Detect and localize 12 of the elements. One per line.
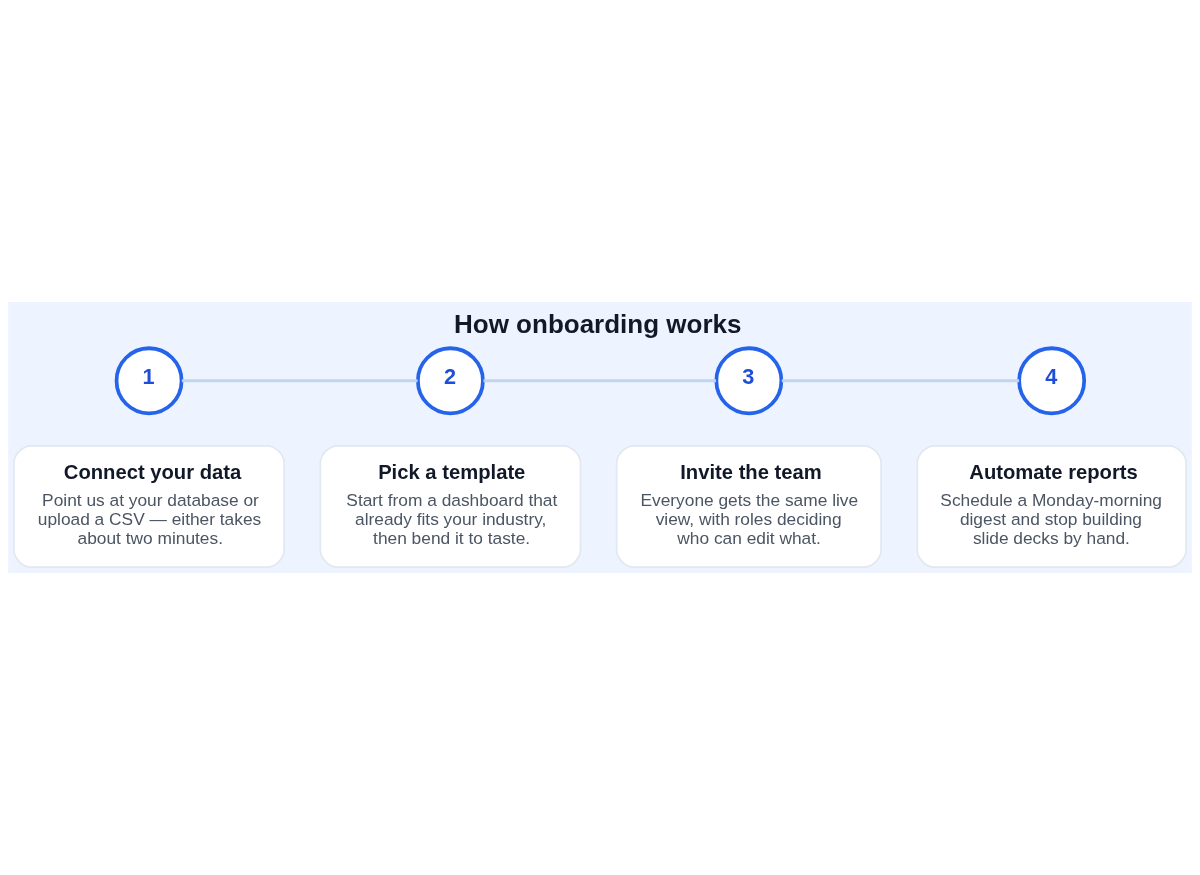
diagram-title: How onboarding works [454, 308, 742, 339]
connector [781, 379, 1020, 383]
node-box: Connect your data Point us at your database or upload a CSV — either takes about two minutes. [13, 444, 286, 569]
node-circle: 3 [714, 346, 784, 416]
node-circle: 1 [114, 346, 184, 416]
node-circle: 4 [1017, 346, 1087, 416]
node-box: Automate reports Schedule a Monday-morning digest and stop building slide decks by hand. [916, 444, 1187, 569]
node-circle: 2 [416, 346, 485, 416]
node-box: Invite the team Everyone gets the same live view, with roles deciding who can edit what. [615, 444, 882, 569]
connector [181, 379, 418, 383]
node-box: Pick a template Start from a dashboard that already fits your industry, then bend it to taste. [319, 444, 582, 569]
connector [483, 379, 716, 383]
